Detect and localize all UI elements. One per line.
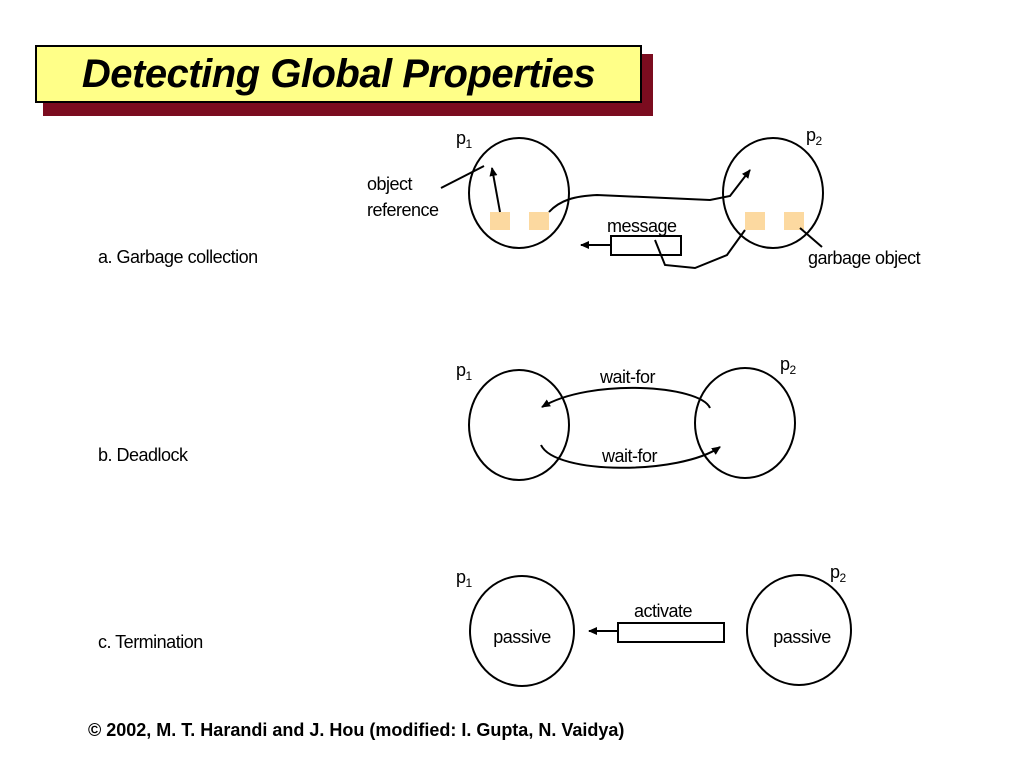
title-box: Detecting Global Properties (35, 45, 642, 103)
slide-title: Detecting Global Properties (81, 51, 596, 96)
wait-for-arrow-p2-to-p1 (541, 386, 711, 409)
object-square (529, 212, 549, 230)
object-reference-label-line2: reference (367, 200, 439, 220)
garbage-object-leader (799, 227, 823, 248)
copyright-footer: © 2002, M. T. Harandi and J. Hou (modifi… (88, 720, 625, 740)
process-p2-circle (694, 367, 796, 479)
object-square (490, 212, 510, 230)
p1-state-label: passive (493, 627, 551, 647)
p1-label: p1 (456, 128, 473, 151)
p2-label: p2 (806, 125, 823, 148)
p2-label: p2 (830, 562, 847, 585)
garbage-object-label: garbage object (808, 248, 921, 268)
process-p1-circle (468, 137, 570, 249)
wait-for-arrow-p1-to-p2 (540, 444, 721, 469)
section-label-garbage: a. Garbage collection (98, 247, 258, 267)
object-reference-leader (440, 165, 485, 189)
section-label-termination: c. Termination (98, 632, 203, 652)
garbage-object-square (784, 212, 804, 230)
wait-for-bottom-label: wait-for (601, 446, 658, 466)
process-p2-circle (746, 574, 852, 686)
message-reference-line (654, 229, 746, 270)
p1-label: p1 (456, 567, 473, 590)
remote-reference-arrow (548, 169, 751, 213)
termination-diagram: p1 p2 passive passive activate (456, 562, 852, 687)
p2-state-label: passive (773, 627, 831, 647)
process-p1-circle (469, 575, 575, 687)
message-box (610, 235, 682, 256)
activate-label: activate (634, 601, 693, 621)
wait-for-top-label: wait-for (599, 367, 656, 387)
object-reference-label-line1: object (367, 174, 413, 194)
p1-label: p1 (456, 360, 473, 383)
process-p1-circle (468, 369, 570, 481)
section-label-deadlock: b. Deadlock (98, 445, 188, 465)
garbage-diagram: p1 p2 object reference message garbage o… (367, 125, 921, 270)
deadlock-diagram: p1 p2 wait-for wait-for (456, 354, 797, 481)
p2-label: p2 (780, 354, 797, 377)
object-square (745, 212, 765, 230)
message-label: message (607, 216, 677, 236)
local-reference-arrow (489, 167, 501, 213)
process-p2-circle (722, 137, 824, 249)
activate-message-box (617, 622, 725, 643)
